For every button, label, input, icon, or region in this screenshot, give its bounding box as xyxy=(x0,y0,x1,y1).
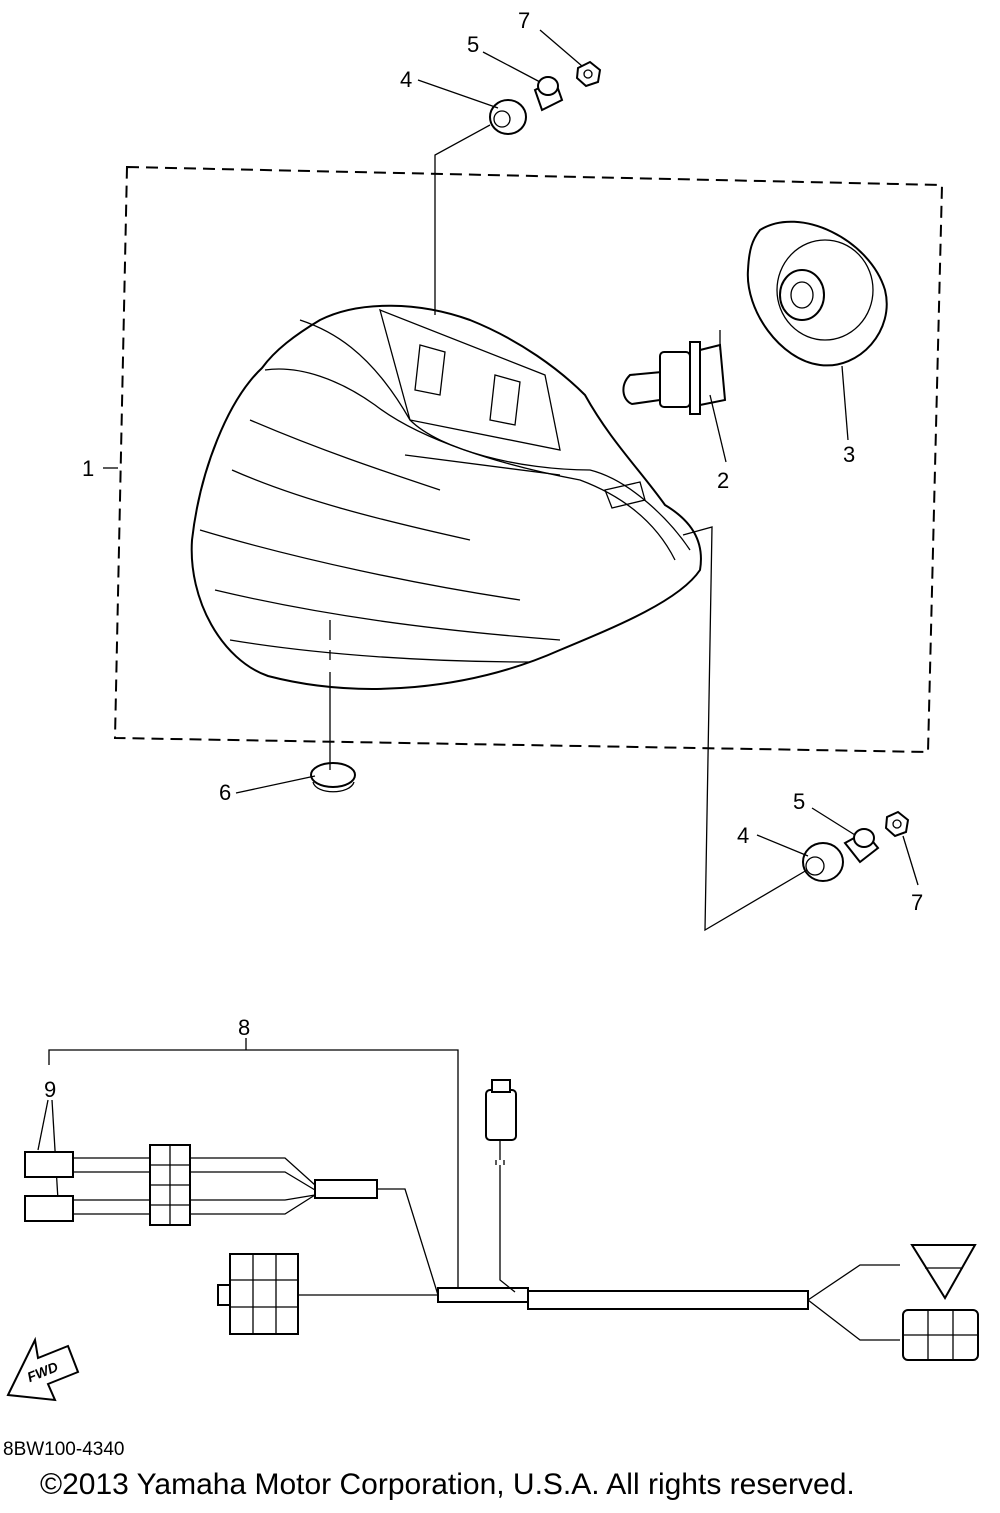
callout-2: 2 xyxy=(717,468,729,493)
leader-lines xyxy=(103,29,919,932)
top-collar xyxy=(533,76,564,112)
bottom-grommet xyxy=(802,842,844,882)
callout-7-top: 7 xyxy=(518,8,530,33)
bottom-nut xyxy=(884,810,910,838)
callout-5-top: 5 xyxy=(467,32,479,57)
callout-8: 8 xyxy=(238,1015,250,1040)
fwd-arrow: FWD xyxy=(6,1336,80,1402)
callout-9: 9 xyxy=(44,1077,56,1102)
headlight-assembly xyxy=(190,304,702,690)
bulb-cover xyxy=(746,220,888,367)
callout-4-top: 4 xyxy=(400,67,412,92)
callout-7-bottom: 7 xyxy=(911,890,923,915)
wire-harness xyxy=(24,1038,979,1361)
grommet-6 xyxy=(310,762,356,793)
callouts: 1 2 3 4 5 7 6 4 5 7 8 9 xyxy=(44,8,923,1102)
top-grommet xyxy=(489,99,527,135)
bottom-collar xyxy=(843,828,880,864)
callout-5-bottom: 5 xyxy=(793,789,805,814)
callout-4-bottom: 4 xyxy=(737,823,749,848)
top-nut xyxy=(575,60,602,88)
callout-6: 6 xyxy=(219,780,231,805)
headlight-bulb xyxy=(622,330,727,415)
callout-3: 3 xyxy=(843,442,855,467)
assembly-boundary xyxy=(113,165,944,754)
callout-1: 1 xyxy=(82,456,94,481)
copyright-notice: ©2013 Yamaha Motor Corporation, U.S.A. A… xyxy=(40,1468,855,1501)
diagram-code: 8BW100-4340 xyxy=(3,1439,125,1460)
